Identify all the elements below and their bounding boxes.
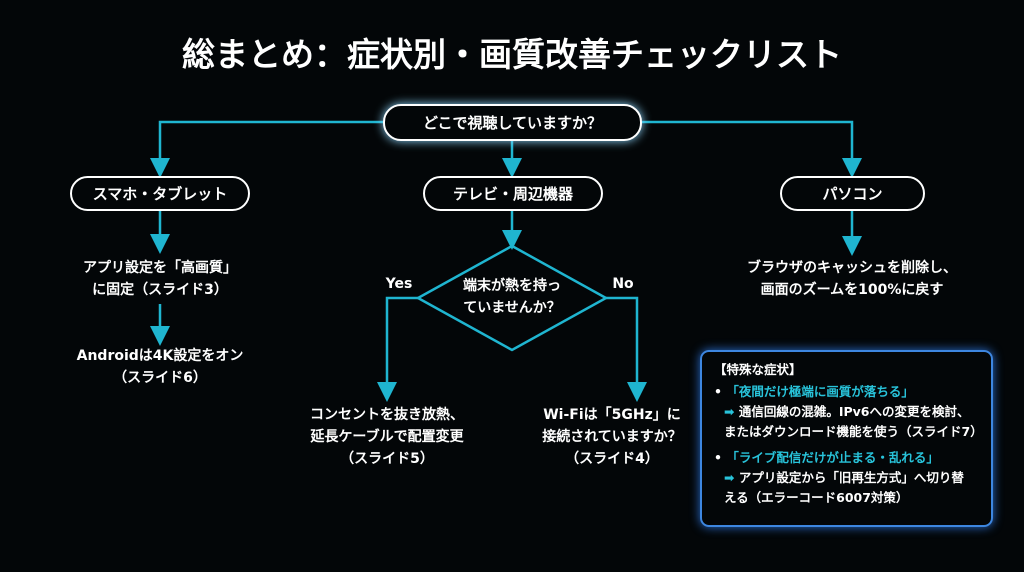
line: Wi-Fiは「5GHz」に [543,407,681,423]
question-node: どこで視聴していますか？ [383,104,642,141]
pc-step1: ブラウザのキャッシュを削除し、画面のズームを100%に戻す [747,257,957,301]
special-symptoms-box: 【特殊な症状】 • 「夜間だけ極端に画質が落ちる」 ➡ 通信回線の混雑。IPv6… [700,350,993,527]
smartphone-node: スマホ・タブレット [70,176,250,211]
page-title: 総まとめ：症状別・画質改善チェックリスト [182,35,842,74]
no-label: No [612,276,634,292]
line: （スライド6） [113,370,207,386]
arrow-right-icon: ➡ [724,404,735,419]
smartphone-step2: Androidは4K設定をオン （スライド6） [77,345,244,389]
line: 端末が熱を持っ [463,278,561,294]
symptom: 「夜間だけ極端に画質が落ちる」 [726,384,914,399]
line: ていませんか？ [463,300,561,316]
action-line: える（エラーコード6007対策） [724,490,909,505]
special-item: • 「夜間だけ極端に画質が落ちる」 ➡ 通信回線の混雑。IPv6への変更を検討、… [714,382,983,442]
line: に固定（スライド3） [92,282,228,298]
line: コンセントを抜き放熱、 [310,407,464,423]
action-line: 通信回線の混雑。IPv6への変更を検討、 [738,404,970,419]
line: ブラウザのキャッシュを削除し、 [747,260,957,276]
connector-to-pc [642,120,862,178]
no-action: Wi-Fiは「5GHz」に接続されていますか？ （スライド4） [542,404,682,470]
yes-label: Yes [385,276,413,292]
special-item: • 「ライブ配信だけが止まる・乱れる」 ➡ アプリ設定から「旧再生方式」へ切り替… [714,448,979,508]
arrow-right-icon: ➡ [724,470,735,485]
line: （スライド4） [565,451,659,467]
line: 接続されていますか？ [542,429,682,445]
line: Androidは4K設定をオン [76,348,244,364]
smartphone-step1: アプリ設定を「高画質」に固定（スライド3） [83,257,237,301]
line: （スライド5） [340,451,434,467]
yes-action: コンセントを抜き放熱、延長ケーブルで配置変更 （スライド5） [310,404,464,470]
symptom: 「ライブ配信だけが止まる・乱れる」 [726,450,939,465]
connector-to-smartphone [150,120,383,178]
pc-node: パソコン [780,176,925,211]
arrow-no [606,296,647,402]
action-line: アプリ設定から「旧再生方式」へ切り替 [738,470,964,485]
line: アプリ設定を「高画質」 [83,260,237,276]
line: 画面のズームを100%に戻す [760,282,944,298]
arrow-yes [377,296,418,402]
decision-text: 端末が熱を持っていませんか？ [463,275,561,319]
decision-diamond [415,244,609,352]
special-heading: 【特殊な症状】 [714,362,802,377]
tv-node: テレビ・周辺機器 [423,176,603,211]
action-line: またはダウンロード機能を使う（スライド7） [724,424,983,439]
line: 延長ケーブルで配置変更 [310,429,464,445]
